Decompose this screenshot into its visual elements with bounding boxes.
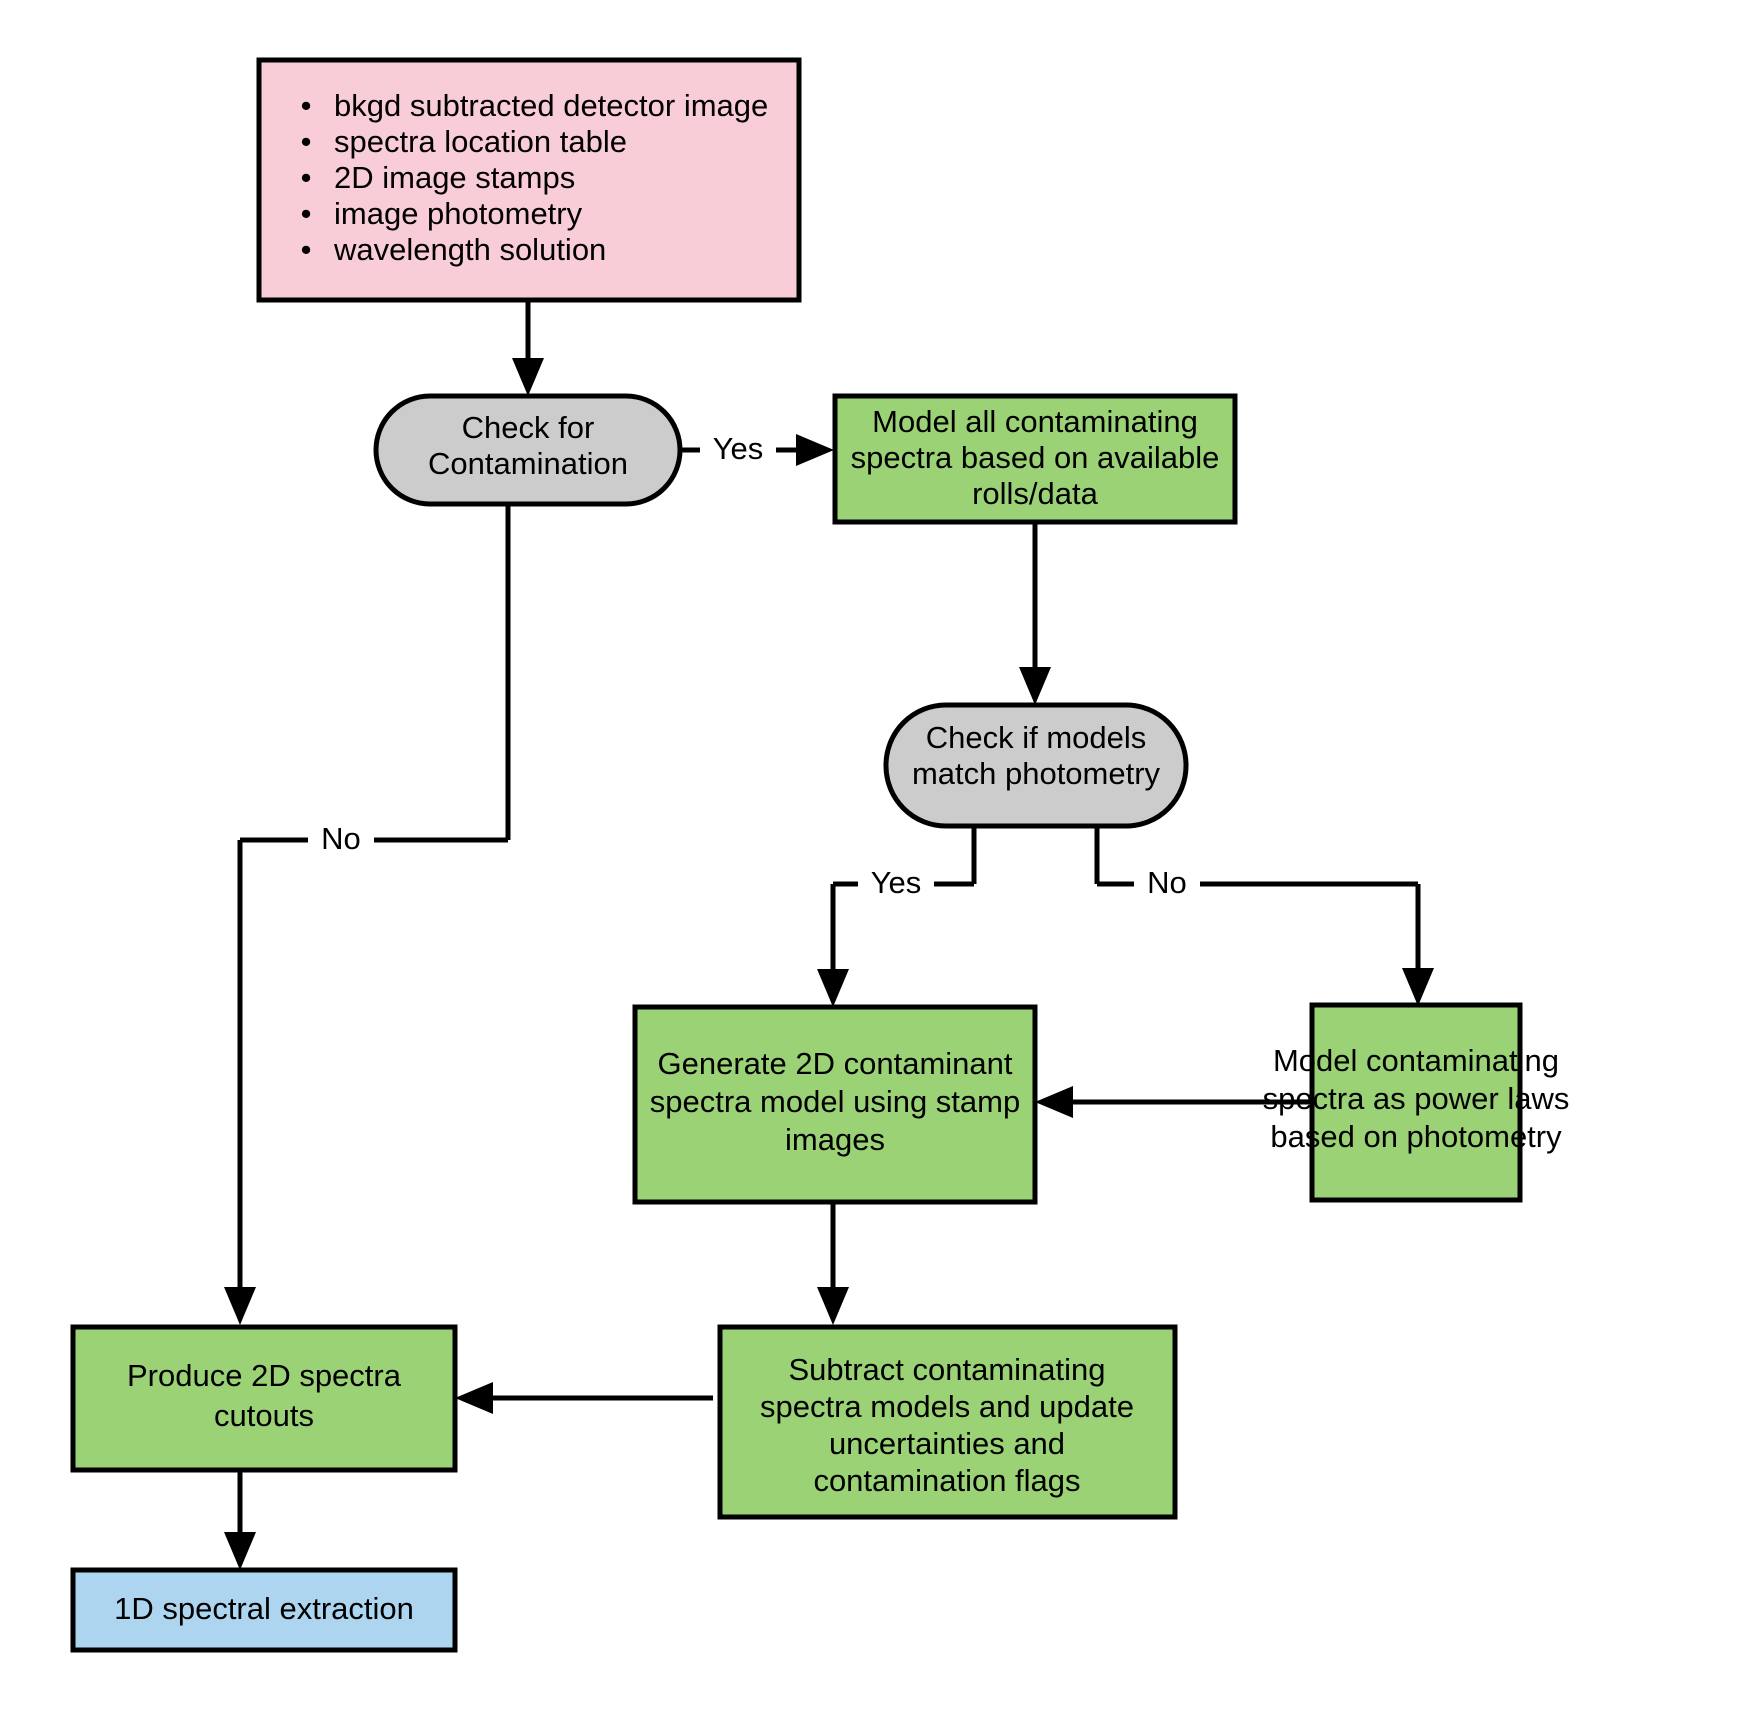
input-item-3: image photometry xyxy=(334,196,583,231)
model-all-line-0: Model all contaminating xyxy=(872,404,1198,439)
bullet-icon: • xyxy=(301,124,312,159)
edge-modelall-to-checkmodels xyxy=(1019,522,1051,705)
edge-generate2d-to-subtract xyxy=(817,1202,849,1325)
bullet-icon: • xyxy=(301,232,312,267)
model-all-line-2: rolls/data xyxy=(972,476,1099,511)
svg-text:Yes: Yes xyxy=(871,865,922,900)
model-all-line-1: spectra based on available xyxy=(851,440,1220,475)
node-subtract-contaminating[interactable]: Subtract contaminating spectra models an… xyxy=(717,1324,1178,1520)
edge-checkmodels-yes xyxy=(817,813,978,1007)
check-contamination-line-0: Check for xyxy=(462,410,595,445)
generate-2d-line-2: images xyxy=(785,1122,885,1157)
input-item-2: 2D image stamps xyxy=(334,160,575,195)
input-item-1: spectra location table xyxy=(334,124,627,159)
check-models-line-0: Check if models xyxy=(926,720,1147,755)
node-1d-spectral-extraction[interactable]: 1D spectral extraction xyxy=(70,1567,458,1653)
input-item-0: bkgd subtracted detector image xyxy=(334,88,768,123)
edge-producecutouts-to-1d xyxy=(224,1470,256,1570)
node-produce-2d-cutouts[interactable]: Produce 2D spectra cutouts xyxy=(70,1324,458,1473)
subtract-line-2: uncertainties and xyxy=(829,1426,1065,1461)
svg-text:No: No xyxy=(1147,865,1187,900)
subtract-line-3: contamination flags xyxy=(813,1463,1080,1498)
produce-cutouts-line-1: cutouts xyxy=(214,1398,314,1433)
generate-2d-line-1: spectra model using stamp xyxy=(650,1084,1020,1119)
edge-checkmodels-no xyxy=(1094,826,1434,1006)
power-laws-line-1: spectra as power laws xyxy=(1263,1081,1570,1116)
bullet-icon: • xyxy=(301,196,312,231)
node-check-for-contamination[interactable]: Check for Contamination xyxy=(373,393,683,507)
power-laws-line-0: Model contaminating xyxy=(1273,1043,1559,1078)
edge-subtract-to-producecutouts xyxy=(455,1382,713,1414)
edge-powerlaws-to-generate2d xyxy=(1035,1086,1312,1118)
generate-2d-line-0: Generate 2D contaminant xyxy=(658,1046,1013,1081)
svg-text:Yes: Yes xyxy=(713,431,764,466)
node-inputs[interactable]: • bkgd subtracted detector image • spect… xyxy=(256,57,802,303)
edge-inputs-to-check-contamination xyxy=(512,300,544,396)
bullet-icon: • xyxy=(301,88,312,123)
edge-label-contamination-no: No xyxy=(308,820,374,860)
edge-contamination-yes xyxy=(680,434,834,466)
check-models-line-1: match photometry xyxy=(912,756,1161,791)
node-model-power-laws[interactable]: Model contaminating spectra as power law… xyxy=(1263,1002,1570,1203)
edge-label-models-no: No xyxy=(1134,864,1200,904)
input-item-4: wavelength solution xyxy=(333,232,606,267)
produce-cutouts-line-0: Produce 2D spectra xyxy=(127,1358,402,1393)
edge-contamination-no xyxy=(224,504,511,1325)
edge-label-models-yes: Yes xyxy=(858,864,934,904)
node-generate-2d-contaminant[interactable]: Generate 2D contaminant spectra model us… xyxy=(632,1004,1038,1205)
extraction-1d-line-0: 1D spectral extraction xyxy=(114,1591,414,1626)
subtract-line-0: Subtract contaminating xyxy=(788,1352,1105,1387)
power-laws-line-2: based on photometry xyxy=(1270,1119,1562,1154)
subtract-line-1: spectra models and update xyxy=(760,1389,1134,1424)
check-contamination-line-1: Contamination xyxy=(428,446,628,481)
node-check-if-models-match-photometry[interactable]: Check if models match photometry xyxy=(883,702,1189,829)
svg-text:No: No xyxy=(321,821,361,856)
bullet-icon: • xyxy=(301,160,312,195)
edge-label-contamination-yes: Yes xyxy=(700,430,776,470)
node-model-all-contaminating[interactable]: Model all contaminating spectra based on… xyxy=(832,393,1238,525)
